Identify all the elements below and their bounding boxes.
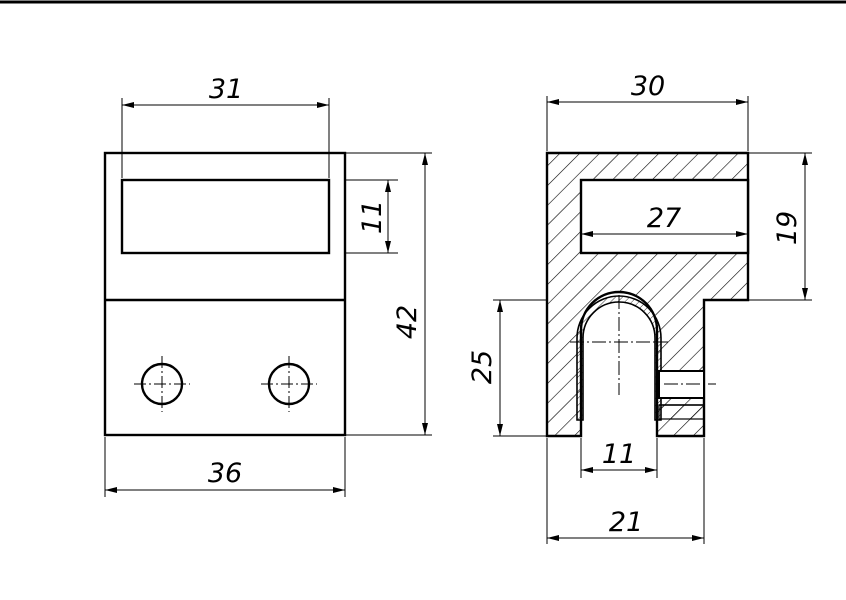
dim-front-top-width: 31	[209, 74, 243, 105]
dim-section-bottom-width: 21	[609, 507, 643, 538]
section-u-liner	[576, 295, 662, 421]
front-view-slot	[120, 178, 331, 255]
front-extension-lines	[104, 98, 432, 497]
section-centerlines	[570, 295, 716, 395]
dim-front-bottom-width: 36	[208, 458, 242, 489]
dim-front-slot-height: 11	[357, 200, 388, 234]
dim-section-left-height: 25	[467, 350, 498, 384]
front-view	[103, 98, 432, 497]
dim-section-slot-width: 11	[602, 439, 636, 470]
hole-centerlines	[134, 356, 317, 412]
section-dimension-lines	[497, 99, 808, 541]
section-extension-lines	[493, 96, 812, 544]
dim-front-total-height: 42	[392, 305, 423, 339]
dim-section-top-width: 30	[631, 71, 665, 102]
front-view-outline	[103, 151, 347, 437]
section-screw-lower	[658, 404, 705, 420]
section-inner-cavity	[579, 178, 750, 255]
dim-section-right-height: 19	[772, 211, 803, 245]
section-view	[493, 96, 812, 544]
dim-section-inner-width: 27	[647, 203, 681, 234]
section-hatched-body	[547, 153, 748, 436]
